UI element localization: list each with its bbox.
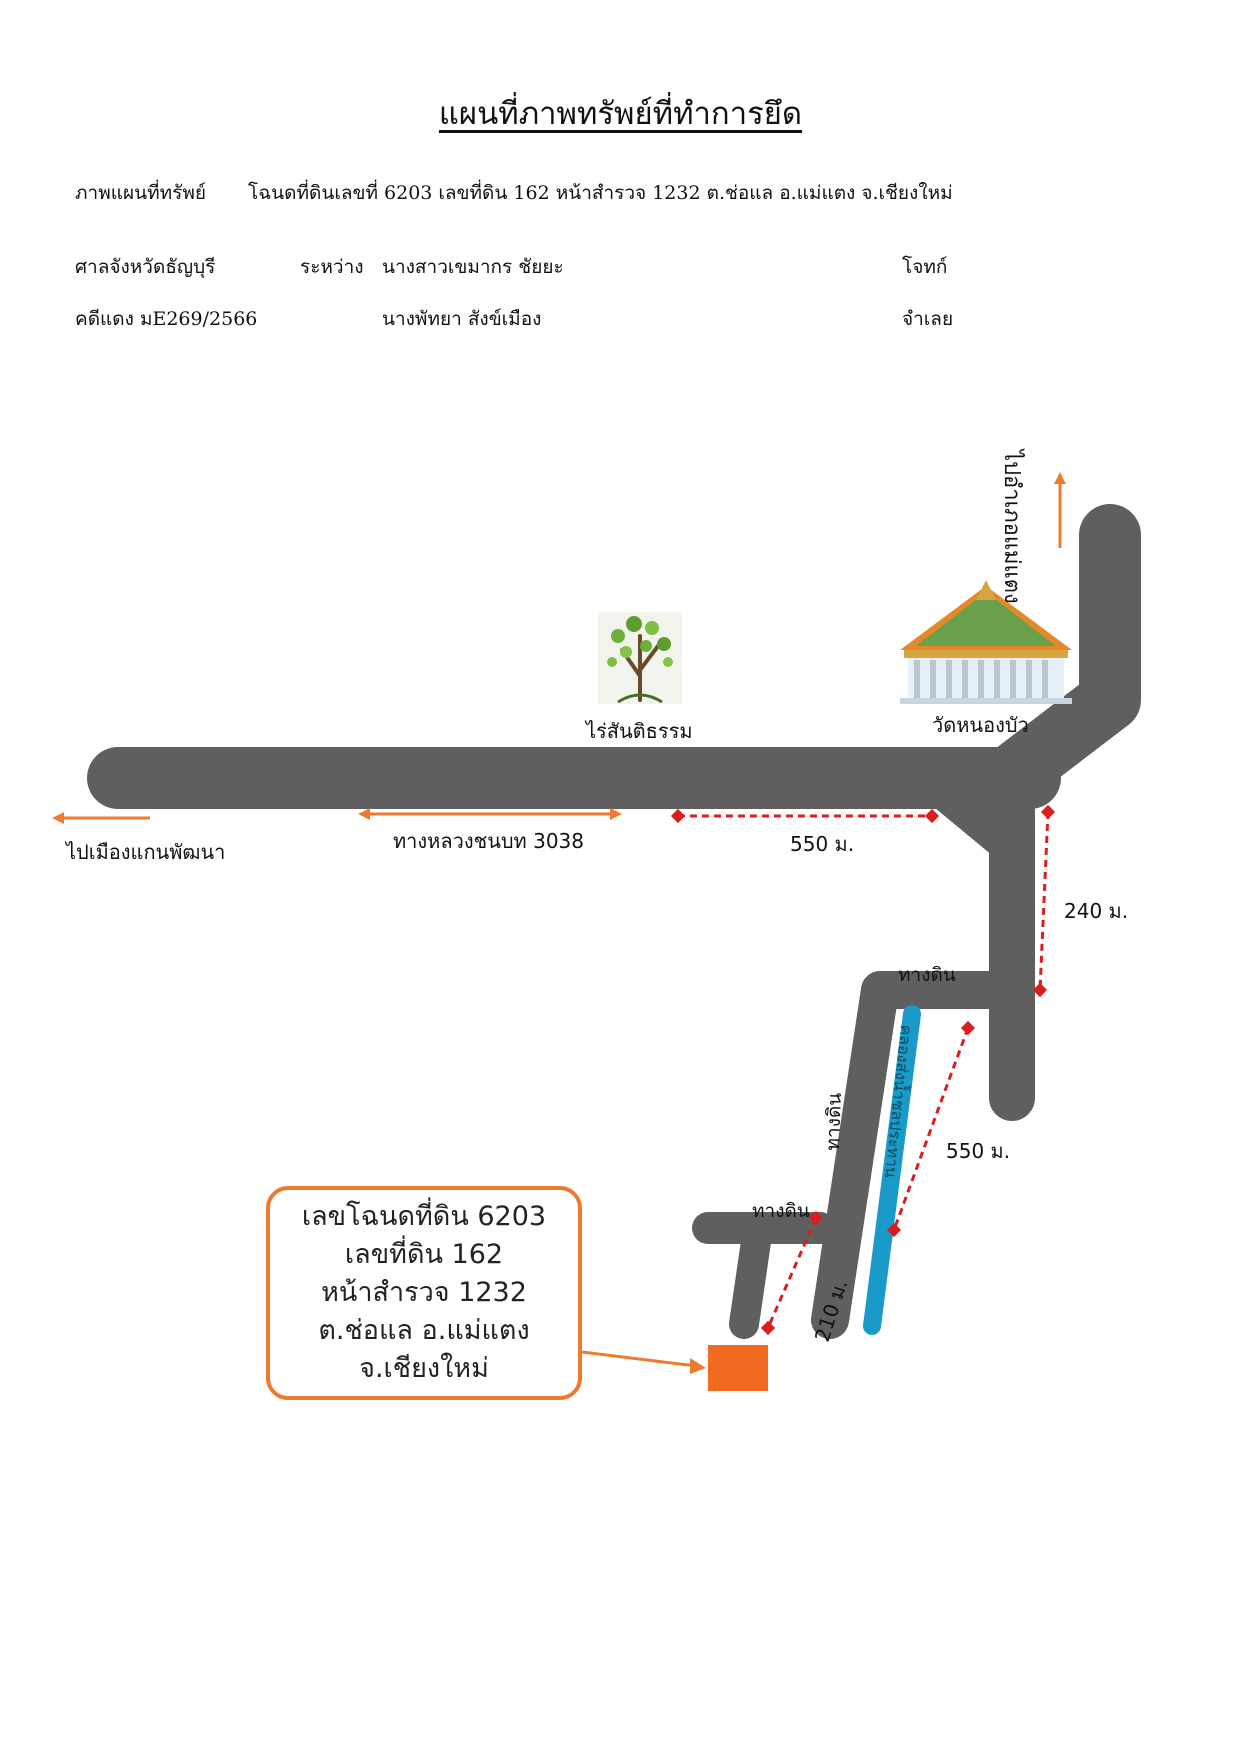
label-farm: ไร่สันติธรรม (586, 719, 693, 743)
page-title: แผนที่ภาพทรัพย์ที่ทำการยึด (438, 96, 803, 132)
callout-survey-page: หน้าสำรวจ 1232 (321, 1277, 527, 1308)
defendant-role: จำเลย (902, 308, 954, 330)
callout-province: จ.เชียงใหม่ (359, 1353, 489, 1384)
defendant-name: นางพัทยา สังข์เมือง (382, 308, 542, 330)
parcel-callout: เลขโฉนดที่ดิน 6203 เลขที่ดิน 162 หน้าสำร… (266, 1186, 582, 1400)
distance-210-end-b (760, 1320, 776, 1336)
temple-icon (900, 580, 1072, 704)
plaintiff-role: โจทก์ (902, 256, 948, 278)
label-to-mae-taeng: ไปอำเภอแม่แตง (999, 450, 1024, 604)
distance-210 (766, 1217, 818, 1329)
distance-550-top-end-b (924, 808, 940, 824)
arrow-to-muang-kaen-head (52, 812, 64, 824)
case-number: คดีแดง มE269/2566 (75, 308, 258, 330)
label-dirt-road-1: ทางดิน (898, 964, 956, 986)
callout-pointer-head (690, 1358, 706, 1374)
distance-550-side-end-a (960, 1020, 976, 1036)
label-distance-240: 240 ม. (1064, 899, 1129, 923)
highway-span-arrow-head-left (358, 808, 370, 820)
label-highway: ทางหลวงชนบท 3038 (393, 829, 584, 853)
canal-line (863, 1005, 921, 1335)
location-map (52, 472, 1141, 1391)
tree-icon (598, 612, 682, 704)
property-map-label: ภาพแผนที่ทรัพย์ (75, 182, 206, 204)
label-temple: วัดหนองบัว (932, 713, 1029, 737)
court-name: ศาลจังหวัดธัญบุรี (75, 256, 216, 278)
arrow-to-mae-taeng-head (1054, 472, 1066, 484)
distance-550-side-end-b (886, 1222, 902, 1238)
plaintiff-name: นางสาวเขมากร ชัยยะ (382, 256, 564, 278)
callout-pointer (581, 1350, 697, 1368)
label-distance-550-top: 550 ม. (790, 832, 855, 856)
distance-240-end-a (1040, 804, 1056, 820)
highway-span-arrow-head-right (610, 808, 622, 820)
label-dirt-road-2: ทางดิน (752, 1200, 810, 1222)
land-parcel (708, 1345, 768, 1391)
dirt-road-branch (811, 971, 1031, 1339)
lower-dirt-road-spur (729, 1213, 773, 1339)
callout-deed-number: เลขโฉนดที่ดิน 6203 (301, 1201, 547, 1232)
north-road (977, 504, 1141, 809)
callout-land-number: เลขที่ดิน 162 (344, 1239, 504, 1270)
between-label: ระหว่าง (300, 256, 364, 278)
label-to-muang-kaen: ไปเมืองแกนพัฒนา (66, 840, 226, 864)
distance-550-top-end-a (670, 808, 686, 824)
callout-subdistrict: ต.ช่อแล อ.แม่แตง (318, 1315, 530, 1346)
distance-240 (1038, 811, 1050, 991)
deed-description: โฉนดที่ดินเลขที่ 6203 เลขที่ดิน 162 หน้า… (248, 182, 953, 204)
distance-240-end-b (1032, 982, 1048, 998)
label-dirt-road-3: ทางดิน (821, 1092, 847, 1151)
distance-210-end-a (808, 1210, 824, 1226)
label-distance-550-side: 550 ม. (946, 1139, 1011, 1163)
